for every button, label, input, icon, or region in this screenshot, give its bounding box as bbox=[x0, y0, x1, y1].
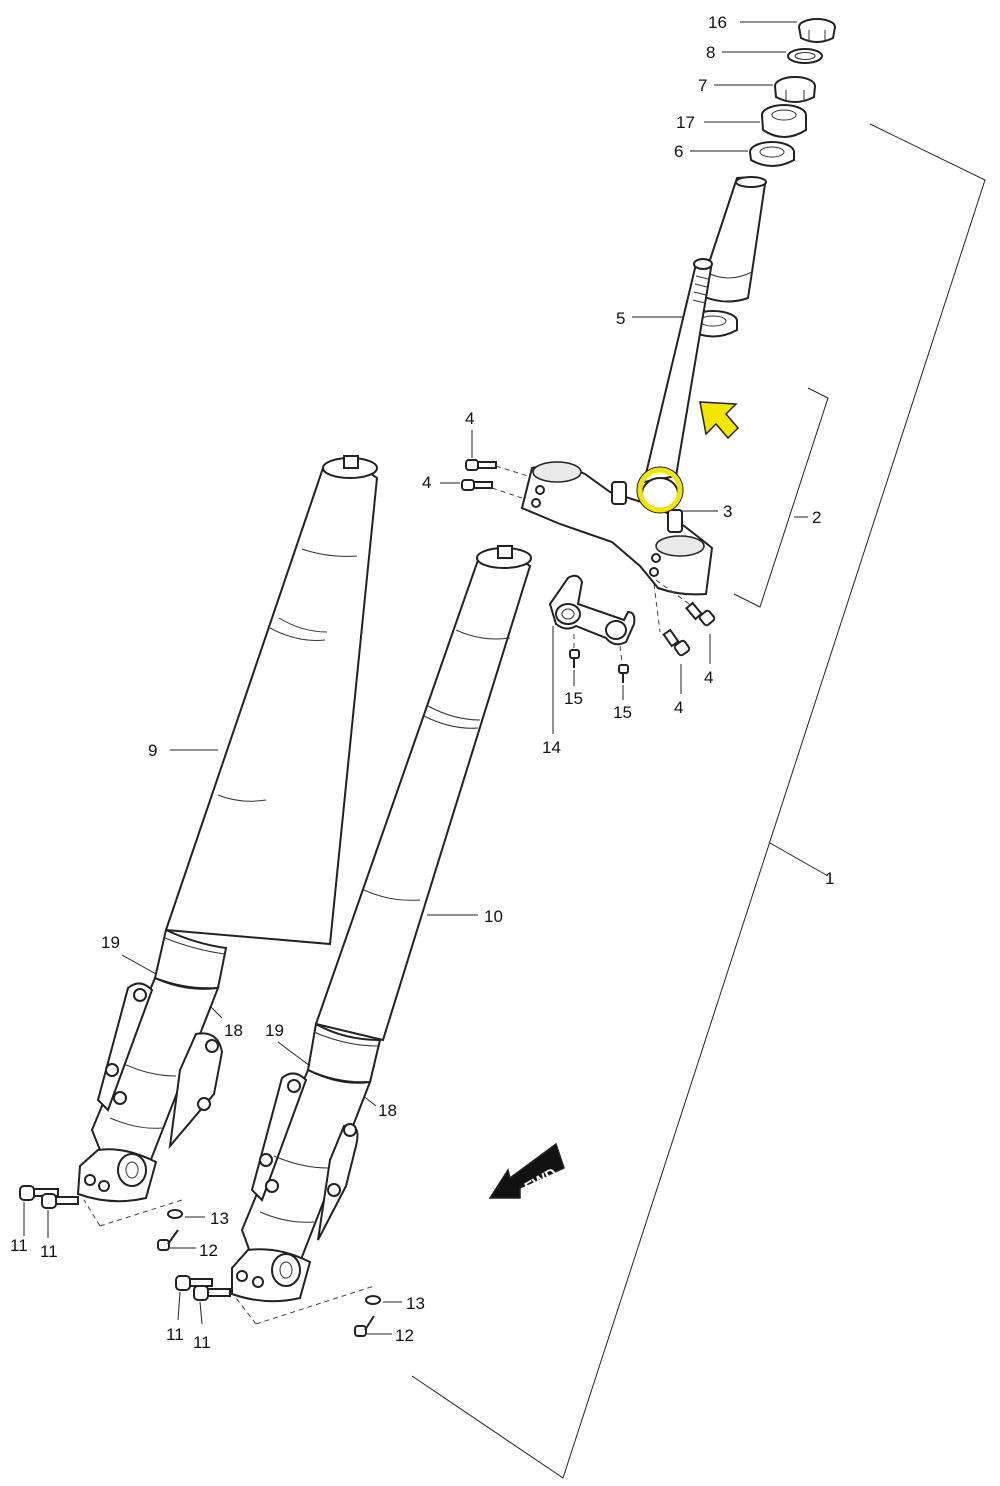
callout-19-right: 19 bbox=[265, 1021, 284, 1040]
washer-13-b bbox=[365, 1295, 402, 1305]
callout-17: 17 bbox=[676, 113, 695, 132]
callout-16: 16 bbox=[708, 13, 727, 32]
locknut-16 bbox=[740, 18, 836, 43]
callout-6: 6 bbox=[674, 142, 683, 161]
callout-18-left: 18 bbox=[224, 1021, 243, 1040]
callout-12-right: 12 bbox=[395, 1326, 414, 1345]
callout-11-d: 11 bbox=[193, 1333, 211, 1352]
callout-13-left: 13 bbox=[210, 1209, 229, 1228]
steering-stem bbox=[642, 258, 713, 484]
dust-cover bbox=[700, 176, 767, 303]
callout-15-left: 15 bbox=[564, 689, 583, 708]
fork-leg-9 bbox=[76, 455, 379, 1227]
screw-12-b bbox=[354, 1315, 392, 1337]
bolt-15-a bbox=[569, 634, 580, 686]
fwd-arrow-icon: FWD bbox=[488, 1142, 565, 1199]
assembly-1-outline bbox=[411, 123, 986, 1479]
callout-labels: 16 8 7 17 6 5 4 4 3 2 4 4 15 15 14 9 10 … bbox=[10, 13, 834, 1352]
callout-3: 3 bbox=[723, 502, 732, 521]
bolt-4-lower-b bbox=[653, 583, 691, 694]
callout-1: 1 bbox=[825, 869, 834, 888]
callout-19-left: 19 bbox=[101, 933, 120, 952]
seal-6 bbox=[690, 141, 795, 167]
callout-4-top: 4 bbox=[465, 409, 474, 428]
bolt-4-upper-b bbox=[440, 479, 523, 499]
callout-8: 8 bbox=[706, 43, 715, 62]
callout-11-c: 11 bbox=[166, 1325, 184, 1344]
fork-leg-10 bbox=[231, 545, 532, 1325]
bolt-4-upper-a bbox=[465, 430, 529, 477]
bolt-11-c bbox=[175, 1275, 213, 1321]
bolt-15-b bbox=[618, 645, 629, 700]
callout-13-right: 13 bbox=[406, 1294, 425, 1313]
highlight-ring bbox=[636, 466, 684, 514]
bolt-4-lower-a bbox=[655, 579, 716, 664]
callout-7: 7 bbox=[698, 76, 707, 95]
screw-12-a bbox=[157, 1229, 196, 1251]
callout-4-left: 4 bbox=[422, 473, 431, 492]
yellow-pointer-arrow-icon bbox=[699, 401, 740, 440]
callout-18-right: 18 bbox=[378, 1101, 397, 1120]
callout-4-right: 4 bbox=[704, 668, 713, 687]
adjusting-nut-7 bbox=[714, 76, 816, 103]
callout-10: 10 bbox=[484, 907, 503, 926]
callout-11-b: 11 bbox=[40, 1242, 58, 1261]
callout-12-left: 12 bbox=[199, 1241, 218, 1260]
lock-washer-8 bbox=[722, 48, 823, 64]
assembly-2-bracket bbox=[733, 387, 829, 608]
handlebar-bracket-14 bbox=[548, 574, 636, 734]
callout-11-a: 11 bbox=[10, 1236, 28, 1255]
callout-9: 9 bbox=[148, 741, 157, 760]
lower-triple-clamp bbox=[520, 461, 718, 596]
callout-15-right: 15 bbox=[613, 703, 632, 722]
bolt-11-b bbox=[41, 1193, 79, 1238]
bolt-11-d bbox=[193, 1285, 231, 1325]
callout-14: 14 bbox=[542, 738, 561, 757]
bearing-17 bbox=[704, 104, 807, 138]
bolt-11-a bbox=[19, 1185, 59, 1236]
callout-5: 5 bbox=[616, 309, 625, 328]
callout-2: 2 bbox=[812, 508, 821, 527]
callout-4-bottom: 4 bbox=[674, 698, 683, 717]
washer-13-a bbox=[167, 1209, 205, 1219]
